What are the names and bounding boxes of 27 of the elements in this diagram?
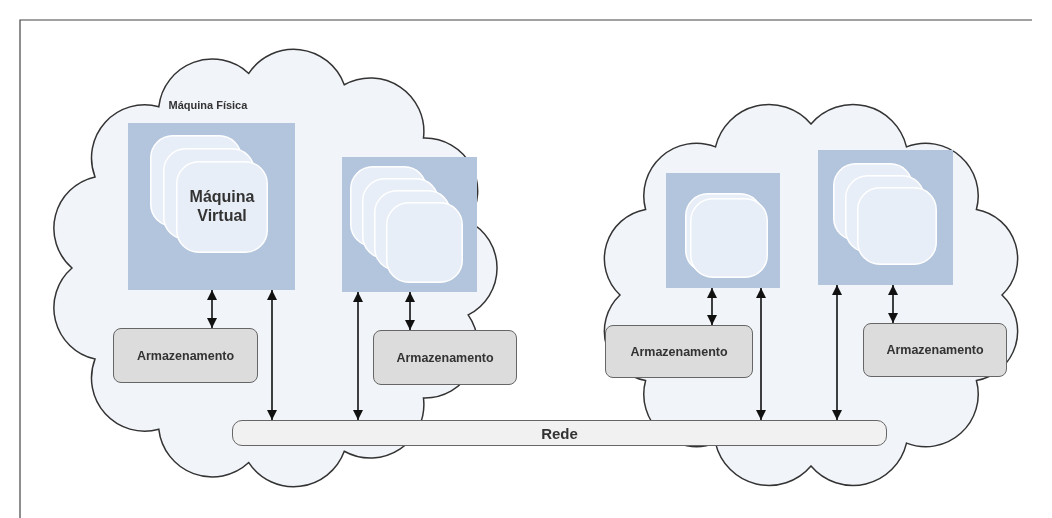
double-arrow bbox=[756, 287, 766, 421]
double-arrow bbox=[267, 289, 277, 421]
physical-machine-box bbox=[342, 157, 477, 292]
storage-box bbox=[863, 323, 1007, 377]
physical-machine-box bbox=[818, 150, 953, 285]
double-arrow bbox=[707, 287, 717, 326]
physical-machine-box bbox=[666, 173, 780, 288]
virtual-machine-label: Máquina Virtual bbox=[188, 187, 256, 226]
double-arrow bbox=[353, 291, 363, 421]
double-arrow bbox=[888, 284, 898, 324]
virtual-machine-stack bbox=[350, 166, 463, 283]
storage-box bbox=[113, 328, 258, 383]
storage-label: Armazenamento bbox=[136, 348, 235, 363]
network-label: Rede bbox=[541, 424, 578, 442]
storage-label: Armazenamento bbox=[396, 350, 494, 365]
virtual-machine-stack bbox=[833, 163, 937, 265]
storage-label: Armazenamento bbox=[886, 343, 984, 357]
double-arrow bbox=[207, 289, 217, 329]
double-arrow bbox=[405, 291, 415, 331]
double-arrow bbox=[832, 284, 842, 421]
machine-heading: Máquina Física bbox=[168, 99, 248, 111]
virtual-machine-stack bbox=[150, 135, 268, 253]
storage-box bbox=[373, 330, 517, 385]
virtual-machine-stack bbox=[685, 193, 768, 278]
storage-box bbox=[605, 325, 753, 378]
network-bar bbox=[232, 420, 887, 446]
storage-label: Armazenamento bbox=[630, 344, 728, 359]
